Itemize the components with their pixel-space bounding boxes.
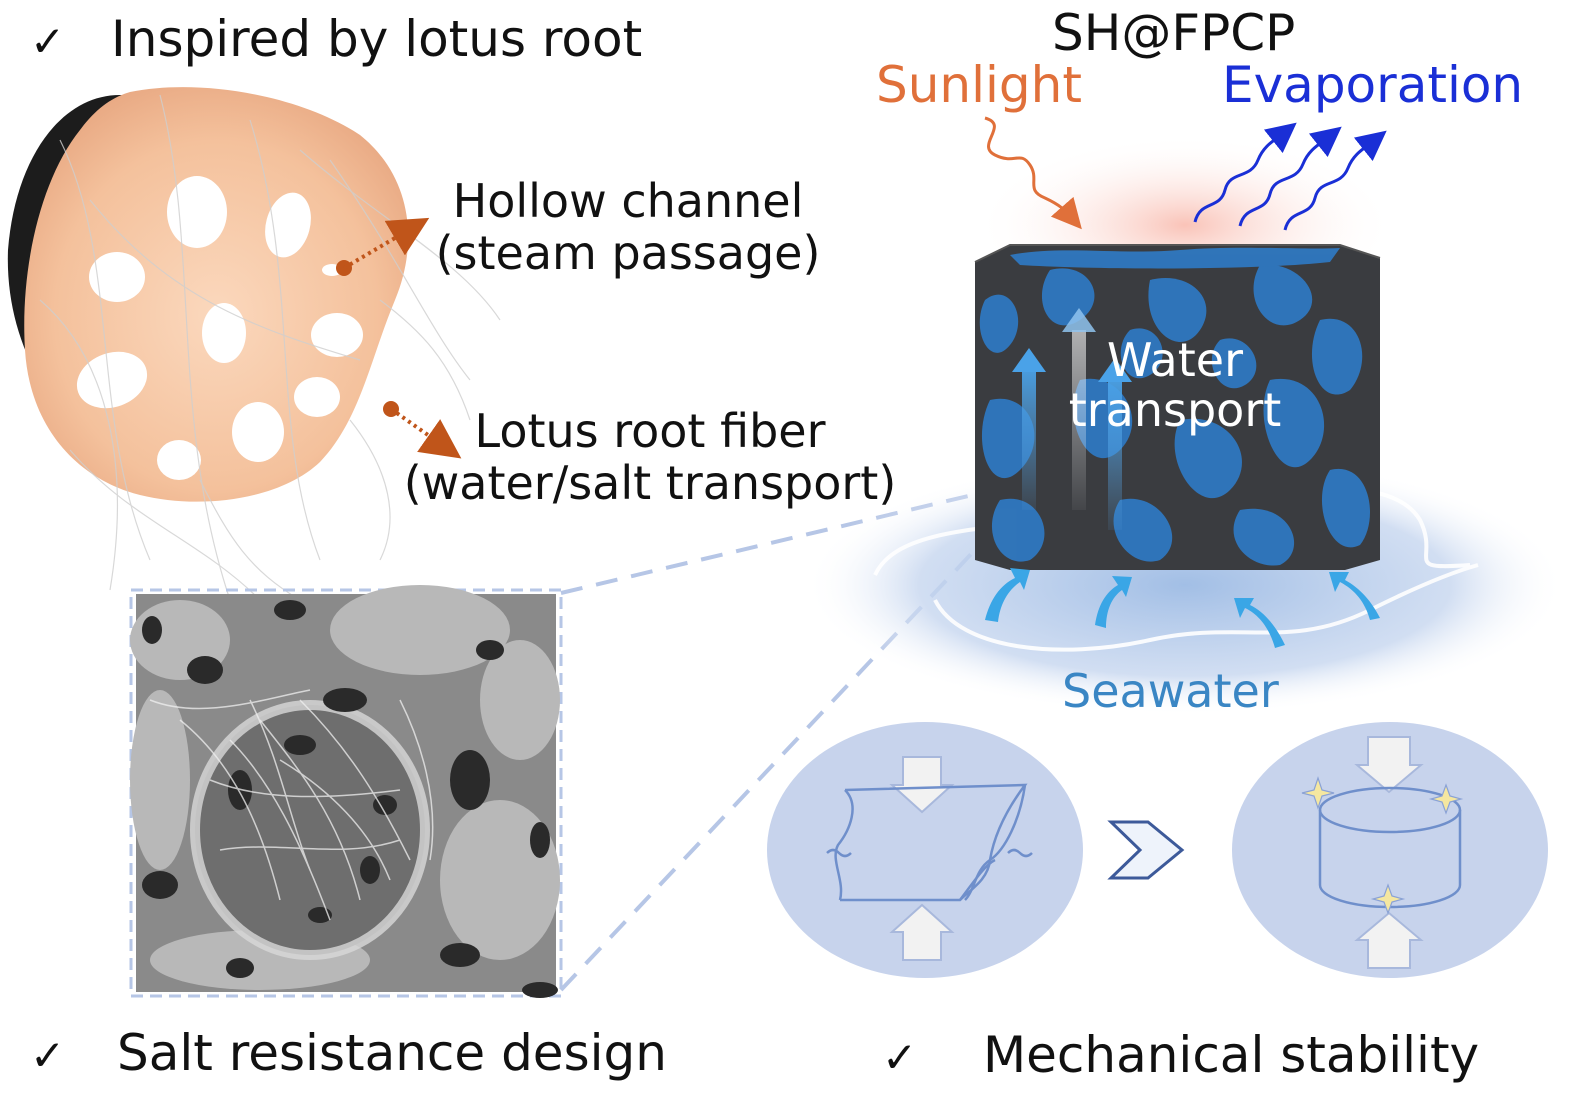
sunlight-arrow bbox=[984, 116, 1082, 230]
water-transport-arrows bbox=[1012, 308, 1132, 530]
footer-mechanical-stability: ✓ Mechanical stability bbox=[882, 1030, 1479, 1080]
hollow-channel-pointer bbox=[336, 217, 430, 276]
header-inspired: ✓ Inspired by lotus root bbox=[30, 14, 642, 64]
lotus-fiber-line2: (water/salt transport) bbox=[403, 456, 897, 510]
seawater-uptake-arrows bbox=[985, 568, 1380, 648]
evaporation-arrows bbox=[1193, 122, 1387, 231]
lotus-fiber-line1: Lotus root fiber bbox=[474, 404, 826, 458]
lotus-holes bbox=[76, 176, 363, 480]
label-hollow-channel: Hollow channel (steam passage) bbox=[428, 178, 828, 276]
deformed-structure-icon bbox=[826, 756, 1033, 961]
check-icon: ✓ bbox=[30, 17, 66, 66]
footer-salt-resistance: ✓ Salt resistance design bbox=[30, 1028, 667, 1078]
water-transport-line2: transport bbox=[1068, 383, 1282, 437]
mechanical-stability-panel bbox=[767, 722, 1548, 978]
hollow-channel-line2: (steam passage) bbox=[435, 226, 821, 280]
lotus-fibers bbox=[39, 94, 501, 601]
label-seawater: Seawater bbox=[1062, 664, 1279, 718]
water-transport-line1: Water bbox=[1107, 333, 1243, 387]
sparkle-icons bbox=[1301, 776, 1464, 915]
sh-fpcp-cube bbox=[974, 244, 1381, 570]
lotus-fiber-pointer bbox=[383, 401, 462, 459]
label-lotus-fiber: Lotus root fiber (water/salt transport) bbox=[400, 408, 900, 506]
stable-cylinder-icon bbox=[1301, 736, 1464, 969]
transition-chevron-icon bbox=[1107, 820, 1185, 880]
label-sunlight: Sunlight bbox=[876, 56, 1082, 114]
check-icon: ✓ bbox=[882, 1033, 918, 1082]
check-icon: ✓ bbox=[30, 1031, 66, 1080]
label-evaporation: Evaporation bbox=[1222, 56, 1524, 114]
title-sh-fpcp: SH@FPCP bbox=[1052, 4, 1296, 62]
header-inspired-text: Inspired by lotus root bbox=[111, 10, 643, 68]
label-water-transport: Water transport bbox=[1060, 337, 1290, 433]
lotus-root-illustration bbox=[7, 87, 501, 601]
hollow-channel-line1: Hollow channel bbox=[452, 174, 804, 228]
footer-mechanical-stability-text: Mechanical stability bbox=[983, 1026, 1480, 1084]
footer-salt-resistance-text: Salt resistance design bbox=[117, 1024, 667, 1082]
sem-micrograph bbox=[129, 585, 563, 998]
